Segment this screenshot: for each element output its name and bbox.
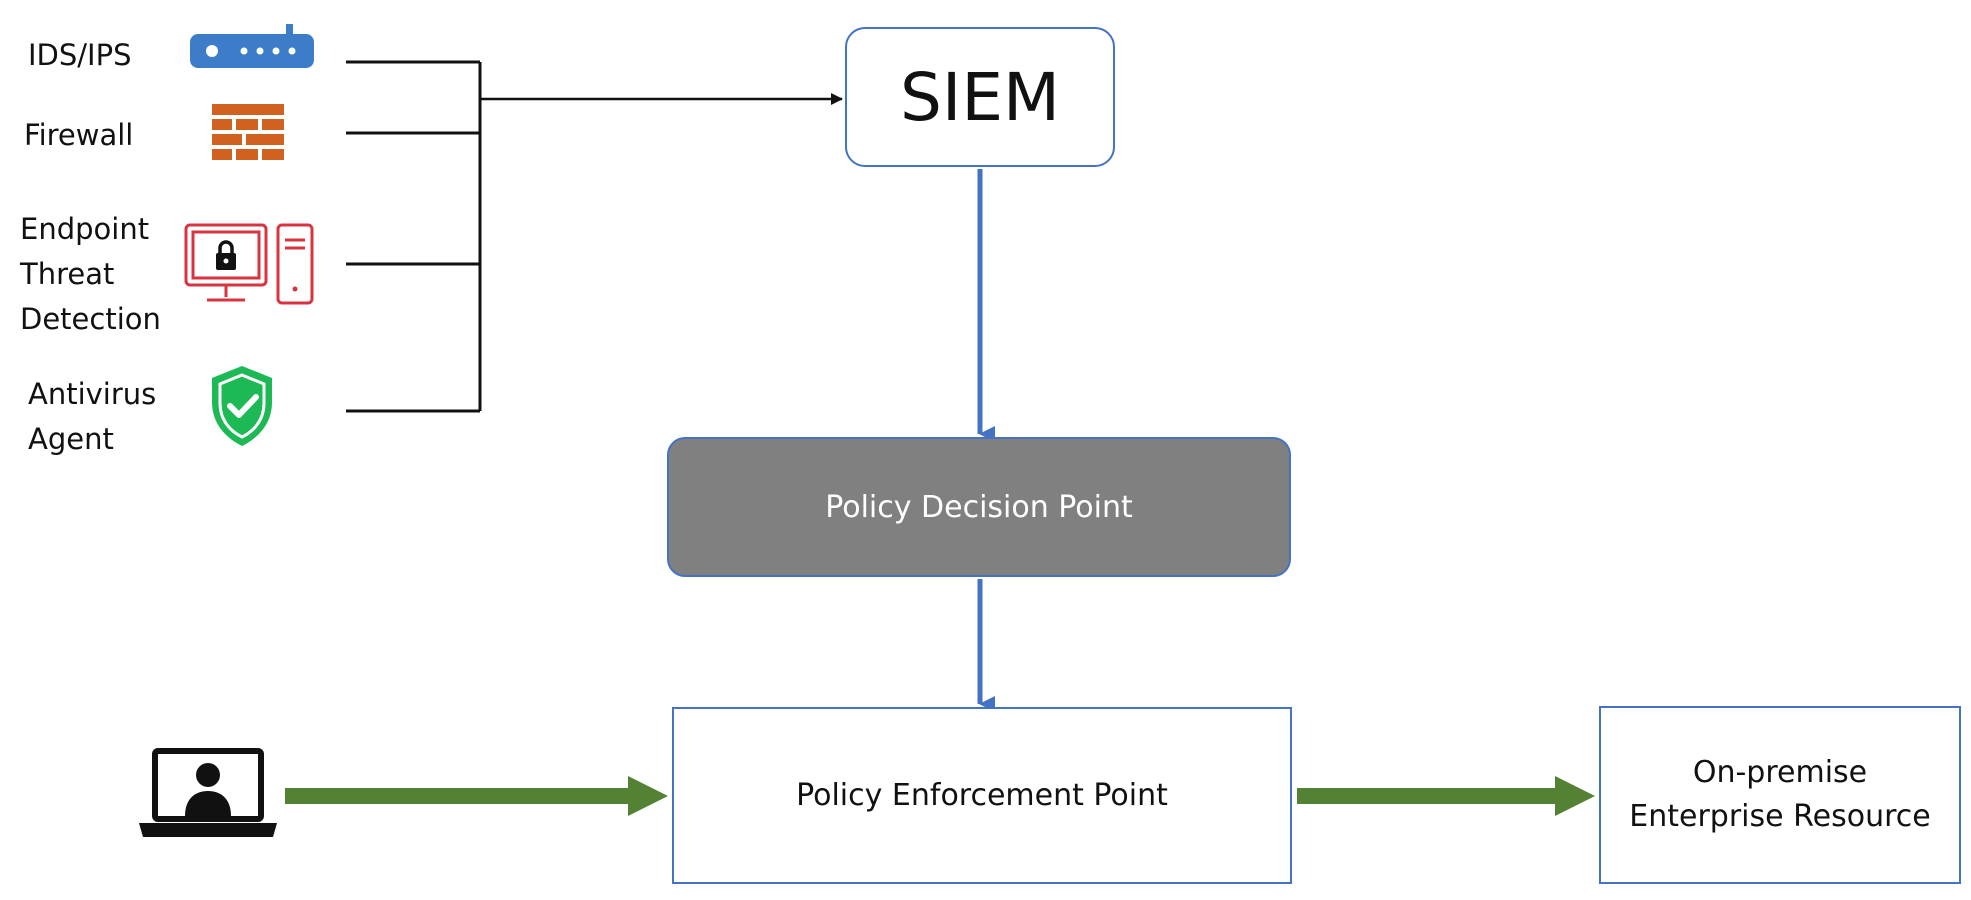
user-laptop-icon bbox=[139, 748, 277, 837]
policy-decision-point-node: Policy Decision Point bbox=[667, 437, 1291, 577]
policy-enforcement-point-node: Policy Enforcement Point bbox=[672, 707, 1292, 884]
endpoint-label: Endpoint Threat Detection bbox=[20, 207, 161, 342]
endpoint-label-line: Threat bbox=[20, 257, 115, 291]
resource-label-line: On-premise bbox=[1692, 755, 1868, 790]
enterprise-resource-node: On-premise Enterprise Resource bbox=[1599, 706, 1961, 884]
shield-check-icon bbox=[212, 366, 272, 446]
user-to-pep-arrow-shaft bbox=[285, 788, 630, 804]
ids-ips-label: IDS/IPS bbox=[28, 38, 132, 72]
resource-label-line: Enterprise Resource bbox=[1629, 799, 1931, 834]
pep-to-resource-arrow-head bbox=[1555, 776, 1595, 816]
locked-computer-icon bbox=[184, 223, 314, 305]
antivirus-label-line: Antivirus bbox=[28, 377, 157, 411]
antivirus-label: Antivirus Agent bbox=[28, 372, 156, 462]
antivirus-label-line: Agent bbox=[28, 422, 114, 456]
firewall-label: Firewall bbox=[24, 118, 134, 152]
siem-node: SIEM bbox=[845, 27, 1115, 167]
pep-to-resource-arrow-shaft bbox=[1297, 788, 1557, 804]
firewall-icon bbox=[212, 104, 284, 160]
endpoint-label-line: Endpoint bbox=[20, 212, 150, 246]
endpoint-label-line: Detection bbox=[20, 302, 161, 336]
router-icon bbox=[190, 24, 314, 68]
user-to-pep-arrow-head bbox=[628, 776, 668, 816]
